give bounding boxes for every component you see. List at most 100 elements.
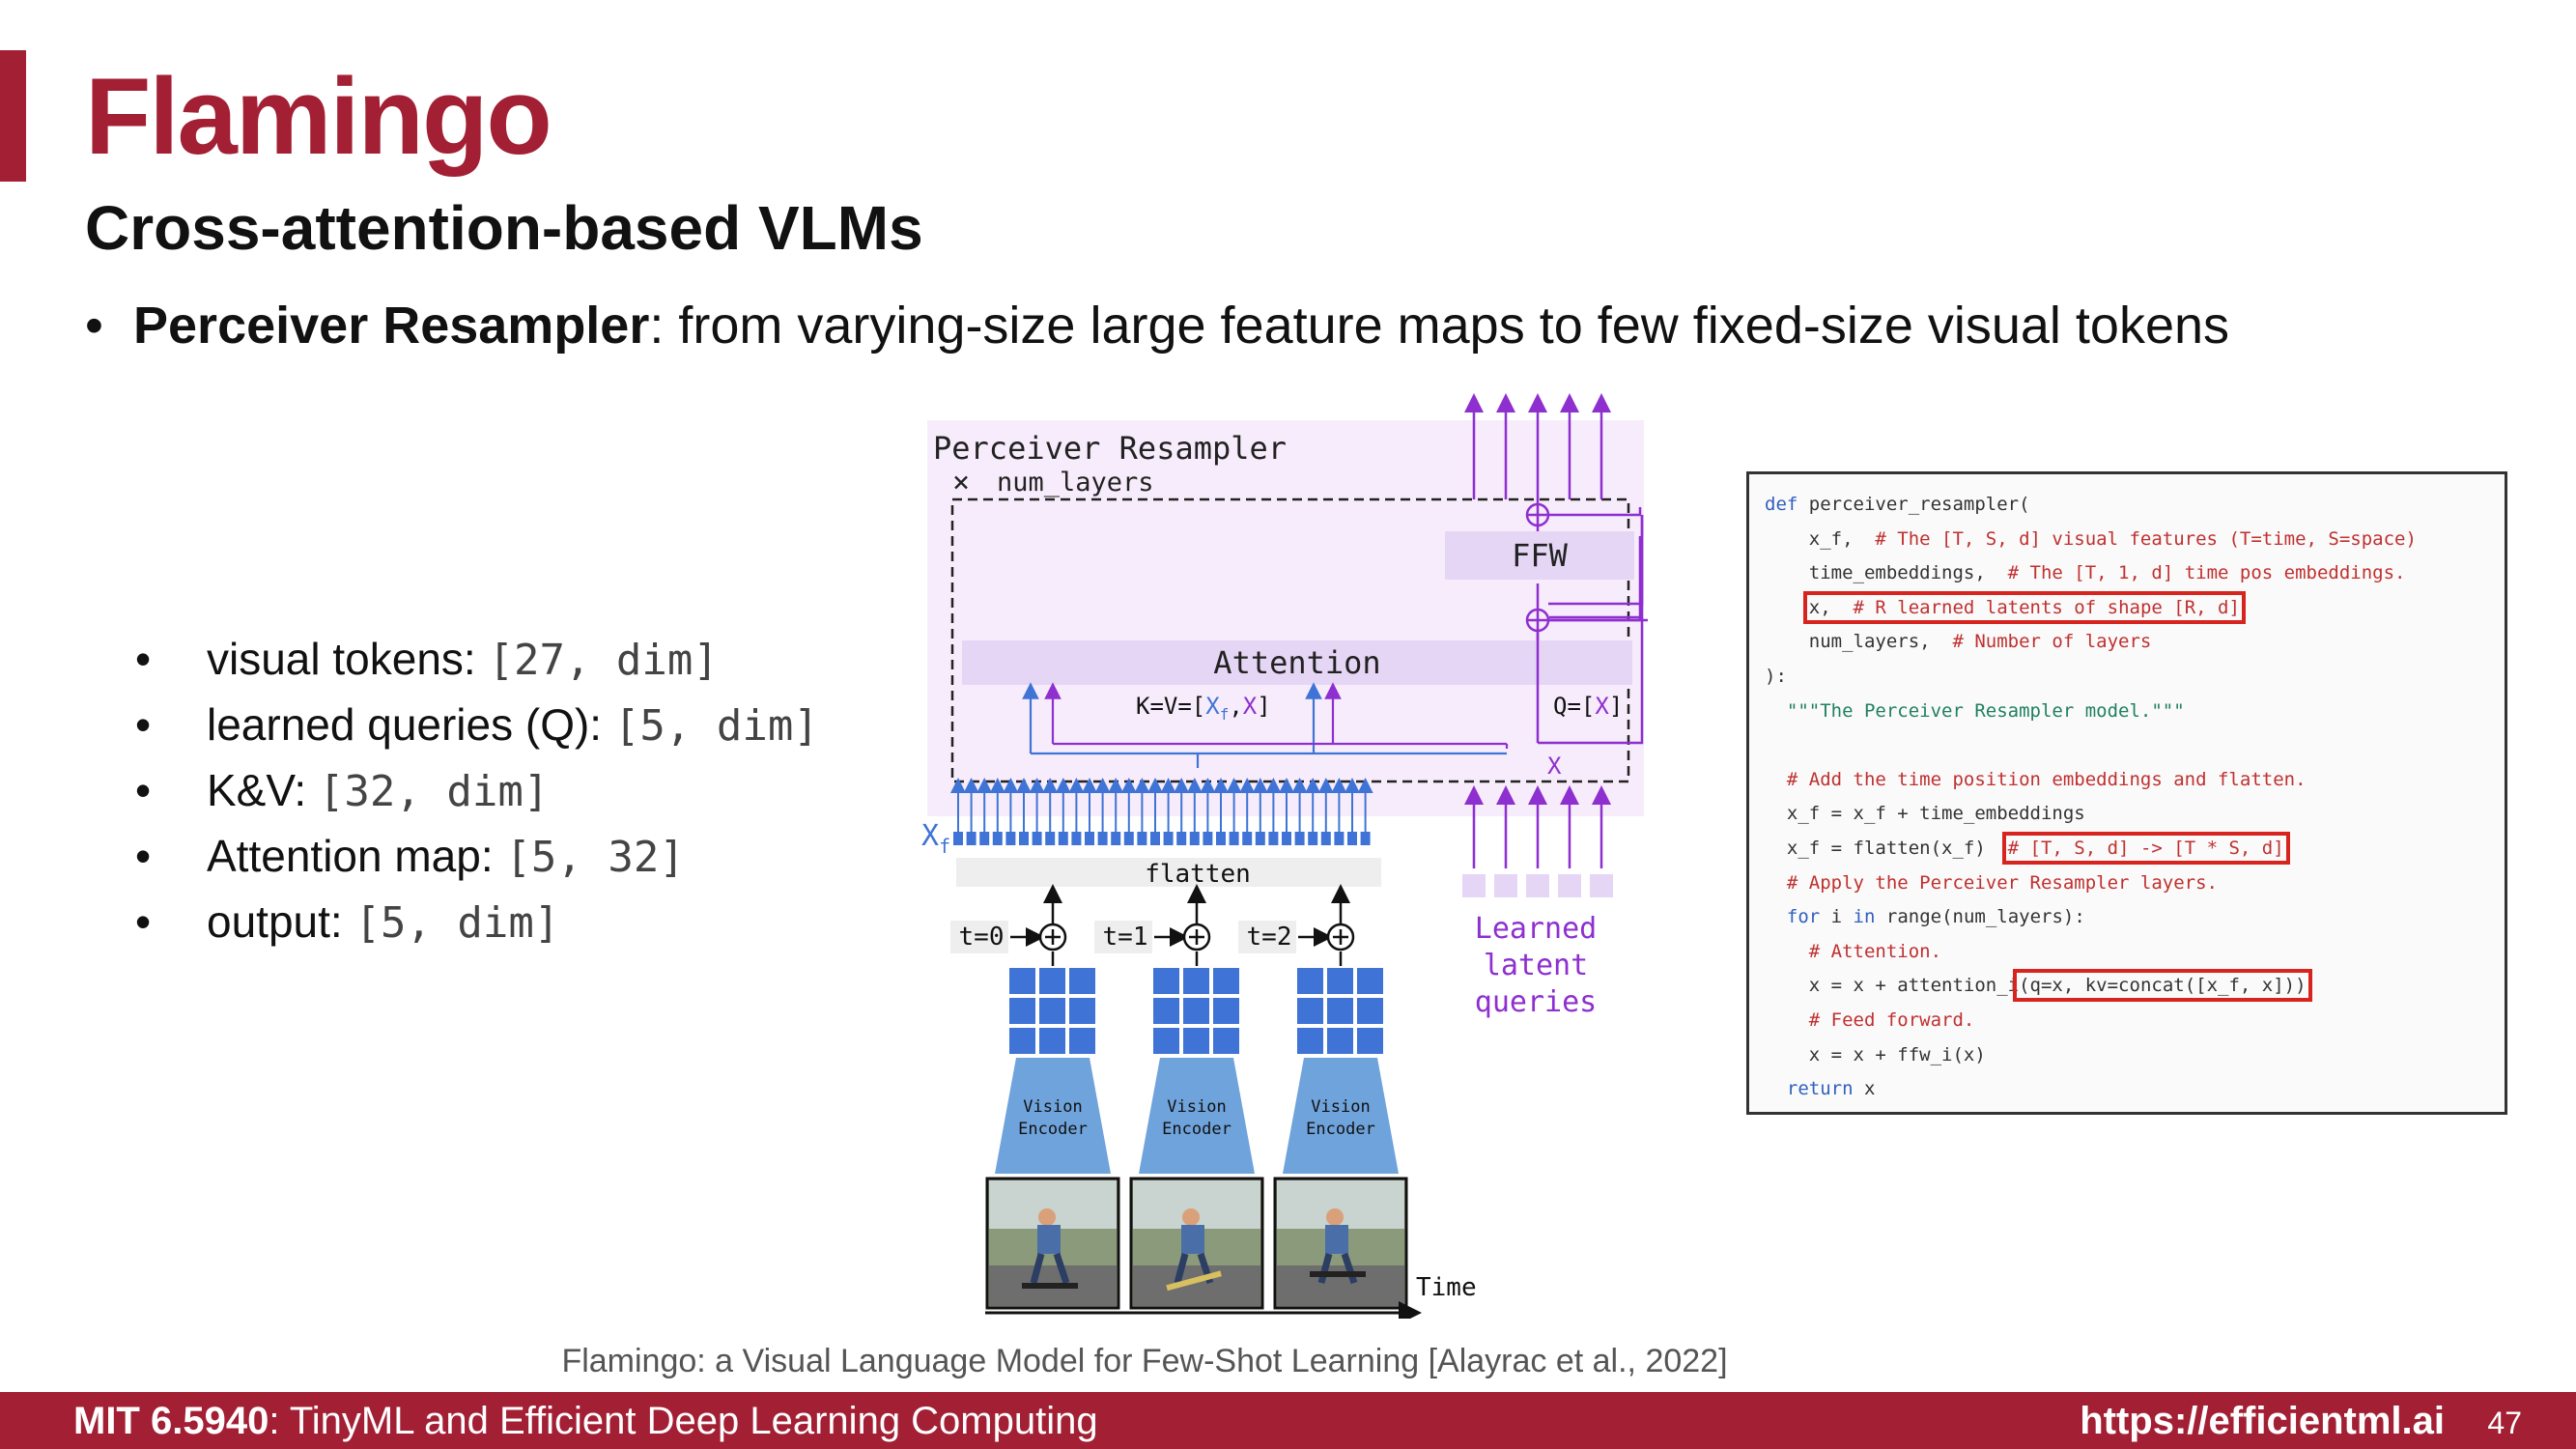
xf-token (992, 832, 1003, 845)
feature-cell (1327, 998, 1353, 1024)
frame-skateboard (1022, 1283, 1078, 1289)
xf-token (1163, 832, 1174, 845)
xf-token-arrows (950, 778, 1373, 845)
times-icon: × (952, 466, 970, 499)
time-step-box (1238, 921, 1296, 953)
xf-token (1255, 832, 1265, 845)
time-step-label: t=2 (1247, 923, 1292, 952)
frame-person-head (1038, 1208, 1056, 1226)
code-token: # The [T, 1, d] time pos embeddings. (2007, 562, 2406, 584)
feature-cell (1009, 968, 1035, 994)
time-step-box (950, 921, 1008, 953)
sub-bullet-label: visual tokens: (207, 634, 489, 684)
code-token: x_f = x_f + time_embeddings (1765, 803, 2085, 825)
code-token: x, (1808, 596, 1854, 618)
feature-cell (1357, 968, 1383, 994)
feature-cell (1069, 998, 1095, 1024)
flatten-label: flatten (1145, 860, 1251, 889)
code-highlight-box: (q=x, kv=concat([x_f, x])) (2013, 969, 2312, 1003)
code-line: # Add the time position embeddings and f… (1765, 763, 2505, 798)
learned-latent-label-3: queries (1475, 985, 1597, 1019)
frame-person-head (1326, 1208, 1344, 1226)
code-token: perceiver_resampler( (1808, 494, 2030, 515)
code-highlight-box: x, # R learned latents of shape [R, d] (1802, 590, 2246, 624)
code-line: x = x + attention_i(q=x, kv=concat([x_f,… (1765, 969, 2505, 1004)
plus-icon (1333, 929, 1348, 945)
xf-token (1176, 832, 1187, 845)
kv-label: K=V=[Xf,X] (1136, 693, 1271, 724)
xf-token (1058, 832, 1068, 845)
code-token: x_f = flatten(x_f) (1765, 837, 2008, 859)
time-step-label: t=1 (1103, 923, 1148, 952)
code-line: ): (1765, 660, 2505, 695)
bullet-dot: • (85, 297, 103, 355)
feature-cell (1009, 1028, 1035, 1054)
latent-query-token (1526, 874, 1549, 897)
x-label: X (1547, 753, 1562, 780)
sub-bullet-value: [27, dim] (488, 636, 719, 685)
code-token: x (1863, 1078, 1876, 1100)
sub-bullet: •output: [5, dim] (135, 889, 819, 954)
xf-token (1123, 832, 1134, 845)
xf-token (1242, 832, 1253, 845)
code-line: # Feed forward. (1765, 1004, 2505, 1038)
xf-token (1268, 832, 1279, 845)
feature-cell (1213, 998, 1239, 1024)
feature-cell (1327, 1028, 1353, 1054)
learned-latent-label-1: Learned (1475, 912, 1597, 946)
xf-token (966, 832, 977, 845)
code-panel: def perceiver_resampler( x_f, # The [T, … (1746, 471, 2507, 1115)
code-token: x_f, (1765, 527, 1876, 550)
xf-token (1216, 832, 1226, 845)
learned-latents (1462, 785, 1613, 897)
feature-cell (1297, 968, 1323, 994)
course-url-link[interactable]: https://efficientml.ai (2080, 1400, 2445, 1442)
slide-subtitle: Cross-attention-based VLMs (85, 193, 923, 263)
frame-road (1133, 1265, 1260, 1306)
feature-cell (1039, 1028, 1065, 1054)
xf-token (1005, 832, 1016, 845)
output-arrows (1464, 393, 1611, 504)
vision-encoder-label-2: Encoder (1162, 1120, 1231, 1139)
frame-skateboard (1166, 1270, 1222, 1292)
feature-cell (1039, 968, 1065, 994)
feature-cell (1183, 968, 1209, 994)
code-token: range(num_layers): (1885, 906, 2085, 928)
xf-token (1347, 832, 1357, 845)
feature-cell (1153, 968, 1179, 994)
latent-query-token (1462, 874, 1486, 897)
xf-token (1203, 832, 1213, 845)
sub-bullet-value: [5, 32] (505, 833, 685, 882)
feature-cell (1153, 998, 1179, 1024)
xf-token (953, 832, 963, 845)
sub-bullet: • visual tokens: [27, dim] (135, 626, 819, 692)
vision-encoder-label-2: Encoder (1306, 1120, 1375, 1139)
code-token: num_layers, (1765, 631, 1953, 653)
code-line: x_f, # The [T, S, d] visual features (T=… (1765, 523, 2505, 557)
feature-cell (1009, 998, 1035, 1024)
sub-bullet-list: • visual tokens: [27, dim] •learned queri… (135, 626, 819, 954)
xf-token (1045, 832, 1056, 845)
learned-latent-label-2: latent (1484, 949, 1588, 982)
xf-token (1085, 832, 1094, 845)
sub-bullet-value: [5, dim] (613, 701, 819, 751)
frame-person-legs (1030, 1252, 1070, 1285)
code-line: return x (1765, 1072, 2505, 1107)
code-line: x, # R learned latents of shape [R, d] (1765, 590, 2505, 626)
code-token: # Apply the Perceiver Resampler layers. (1765, 871, 2218, 894)
vision-encoder-label-1: Vision (1023, 1097, 1082, 1117)
xf-token (1308, 832, 1318, 845)
time-columns: t=0VisionEncodert=1VisionEncodert=2Visio… (950, 884, 1408, 1310)
code-token: def (1765, 494, 1809, 515)
frame-person-body (1325, 1225, 1348, 1254)
ffw-label: FFW (1512, 537, 1569, 574)
bullet-bold-term: Perceiver Resampler (133, 297, 650, 355)
code-token: """The Perceiver Resampler model.""" (1765, 699, 2185, 722)
code-line: """The Perceiver Resampler model.""" (1765, 695, 2505, 729)
bullet-dot: • (135, 634, 152, 684)
sub-bullet: •learned queries (Q): [5, dim] (135, 692, 819, 757)
page-number: 47 (2487, 1406, 2522, 1440)
feature-cell (1069, 1028, 1095, 1054)
